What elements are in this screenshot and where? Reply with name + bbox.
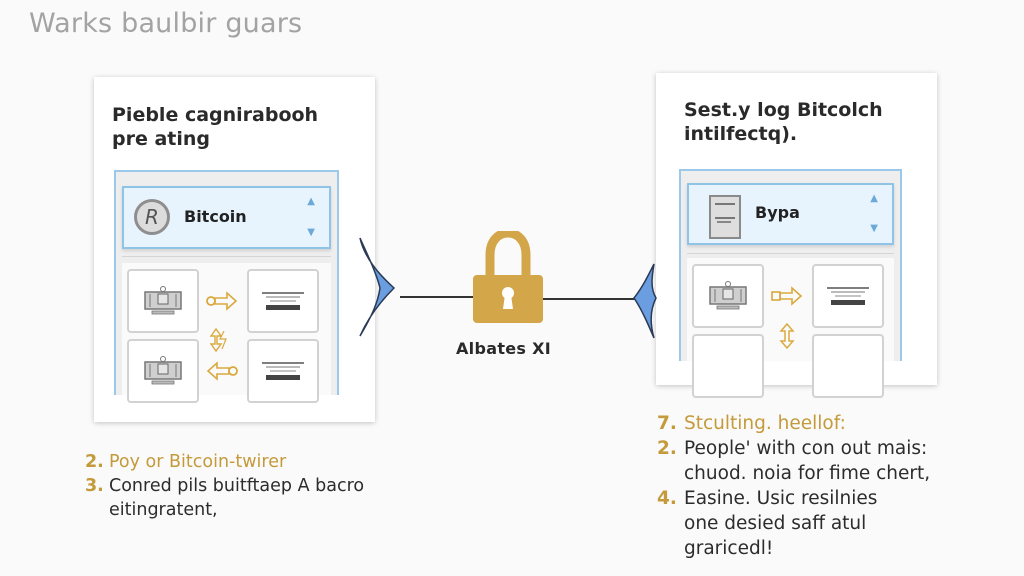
- left-steps-list: 2. Poy or Bitcoin-twirer 3. Conred pils …: [85, 450, 364, 522]
- step-number: 2.: [657, 438, 677, 459]
- list-item: 7. Stculting. heellof:: [657, 411, 930, 436]
- right-panel: Bypa ▲ ▼: [679, 169, 902, 398]
- terminal-device-icon: [144, 356, 182, 385]
- step-number: 3.: [85, 476, 104, 496]
- panel-divider: [122, 256, 331, 257]
- left-tile-area: [122, 263, 331, 403]
- device-tile[interactable]: [692, 264, 764, 328]
- left-card-heading: Pieble cagnirabooh pre ating: [112, 103, 318, 151]
- left-currency-selector[interactable]: R Bitcoin ▲ ▼: [122, 186, 331, 249]
- left-card: Pieble cagnirabooh pre ating R Bitcoin ▲…: [94, 77, 375, 422]
- connector-line-right: [543, 298, 635, 300]
- arrow-updown-icon: [779, 322, 795, 350]
- chevron-up-icon[interactable]: ▲: [307, 196, 315, 207]
- right-currency-selector[interactable]: Bypa ▲ ▼: [687, 183, 894, 245]
- padlock-icon: [473, 228, 543, 323]
- chevron-left-icon: [633, 263, 657, 339]
- list-item: 2. People' with con out mais: chuod. noi…: [657, 436, 930, 486]
- lock-label: Albates XI: [456, 339, 551, 358]
- right-card-heading: Sest.y log Bitcolch intilfectq).: [684, 98, 883, 146]
- right-selector-label: Bypa: [755, 203, 800, 222]
- device-tile[interactable]: [692, 334, 764, 398]
- list-item: 4. Easine. Usic resilnies one desied saf…: [657, 486, 930, 561]
- stack-tile[interactable]: [812, 334, 884, 398]
- device-tile[interactable]: [127, 269, 199, 333]
- chevron-down-icon[interactable]: ▼: [307, 227, 315, 238]
- step-text: Poy or Bitcoin-twirer: [109, 452, 287, 472]
- right-card: Sest.y log Bitcolch intilfectq). Bypa ▲ …: [656, 73, 937, 398]
- chevron-right-icon: [359, 237, 396, 337]
- list-item: 2. Poy or Bitcoin-twirer: [85, 450, 364, 474]
- left-selector-label: Bitcoin: [184, 207, 247, 226]
- terminal-device-icon: [709, 281, 747, 310]
- coin-r-icon: R: [134, 199, 170, 235]
- left-heading-line1: Pieble cagnirabooh: [112, 104, 319, 126]
- stacked-lines-icon: [262, 292, 304, 310]
- arrow-left-icon: [206, 361, 238, 381]
- stack-tile[interactable]: [247, 269, 319, 333]
- step-text-continued: graricedl!: [684, 538, 774, 559]
- step-text: Stculting. heellof:: [684, 413, 846, 434]
- stacked-lines-icon: [262, 362, 304, 380]
- panel-divider: [687, 253, 894, 254]
- step-text: Easine. Usic resilnies: [684, 488, 878, 509]
- left-panel: R Bitcoin ▲ ▼: [114, 170, 339, 403]
- step-number: 2.: [85, 452, 104, 472]
- step-number: 4.: [657, 488, 677, 509]
- stacked-lines-icon: [827, 287, 869, 305]
- left-heading-line2: pre ating: [112, 128, 211, 150]
- stack-tile[interactable]: [247, 339, 319, 403]
- list-item: 3. Conred pils buitftaep A bacro eitingr…: [85, 474, 364, 522]
- step-text-continued: chuod. noia for fime chert,: [684, 463, 931, 484]
- page-title: Warks baulbir guars: [29, 8, 303, 39]
- arrow-right-icon: [771, 286, 803, 306]
- right-steps-list: 7. Stculting. heellof: 2. People' with c…: [657, 411, 930, 561]
- right-heading-line2: intilfectq).: [684, 123, 798, 145]
- right-heading-line1: Sest.y log Bitcolch: [684, 99, 883, 121]
- right-tile-area: [687, 258, 894, 398]
- stack-tile[interactable]: [812, 264, 884, 328]
- step-number: 7.: [657, 413, 677, 434]
- center-lock: [472, 228, 544, 325]
- step-text-continued: eitingratent,: [109, 500, 218, 520]
- device-tile[interactable]: [127, 339, 199, 403]
- arrow-right-icon: [206, 291, 238, 311]
- step-text: Conred pils buitftaep A bacro: [109, 476, 365, 496]
- step-text: People' with con out mais:: [684, 438, 928, 459]
- connector-line-left: [400, 296, 474, 298]
- step-text-continued: one desied saff atul: [684, 513, 867, 534]
- arrow-updown-icon: [209, 327, 227, 353]
- terminal-device-icon: [144, 286, 182, 315]
- chevron-up-icon[interactable]: ▲: [870, 193, 878, 204]
- chevron-down-icon[interactable]: ▼: [870, 223, 878, 234]
- document-icon: [709, 195, 741, 239]
